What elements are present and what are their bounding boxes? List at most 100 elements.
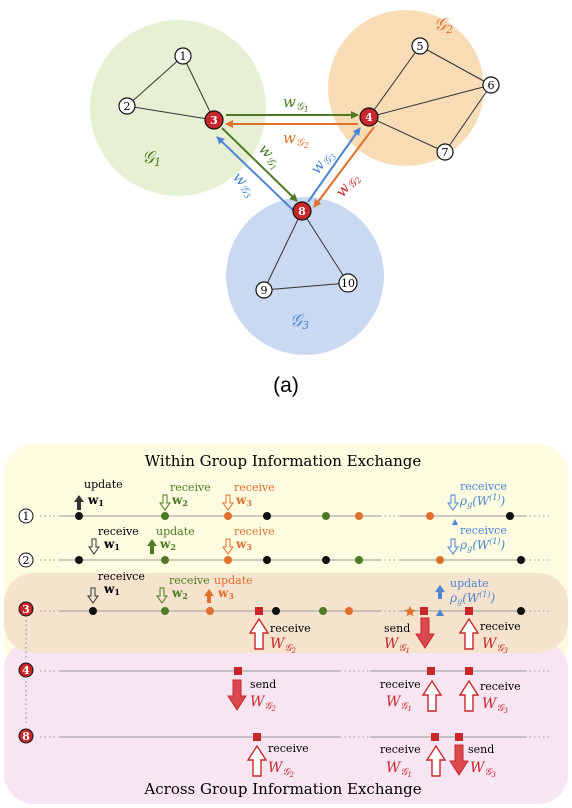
group-label-g3: 𝒢3 xyxy=(290,311,309,332)
node-6: 6 xyxy=(482,76,500,94)
receive-big-arrow-icon xyxy=(246,744,268,777)
receive-arrow-icon xyxy=(88,538,100,555)
receive-big-arrow-icon xyxy=(421,679,443,712)
arrow-8-to-3 xyxy=(216,136,294,211)
receive-big-arrow-icon xyxy=(248,617,270,650)
send-big-arrow-icon xyxy=(227,679,247,711)
row-label-3: 3 xyxy=(18,601,34,617)
svg-text:receive: receive xyxy=(170,481,211,494)
svg-text:ρg(W(1)): ρg(W(1)) xyxy=(449,590,496,606)
update-arrow-icon xyxy=(74,495,84,510)
svg-text:W𝒢2: W𝒢2 xyxy=(268,760,295,779)
svg-text:w2: w2 xyxy=(159,537,176,552)
arrow-3-to-8 xyxy=(221,127,298,202)
svg-text:w2: w2 xyxy=(171,586,188,601)
receive-arrow-icon xyxy=(222,494,234,511)
svg-text:receivce: receivce xyxy=(460,524,507,537)
row-1-events: update w1 receive w2 receive w3 receivce… xyxy=(74,478,514,525)
receive-arrow-icon xyxy=(87,587,99,604)
svg-text:receive: receive xyxy=(270,622,311,635)
svg-text:w1: w1 xyxy=(103,537,120,552)
receive-arrow-icon xyxy=(447,494,459,511)
svg-text:W𝒢3: W𝒢3 xyxy=(482,636,509,655)
svg-text:receivce: receivce xyxy=(460,480,507,493)
svg-text:update: update xyxy=(450,577,489,590)
svg-text:4: 4 xyxy=(22,664,30,677)
svg-text:receive: receive xyxy=(380,743,421,756)
svg-text:W𝒢1: W𝒢1 xyxy=(386,694,412,713)
timeline-diagram: Within Group Information Exchange Across… xyxy=(4,444,568,804)
within-group-title: Within Group Information Exchange xyxy=(145,452,422,470)
svg-text:9: 9 xyxy=(261,284,268,297)
svg-text:2: 2 xyxy=(23,554,30,567)
svg-text:1: 1 xyxy=(180,50,187,63)
svg-text:8: 8 xyxy=(298,205,306,218)
across-group-background xyxy=(4,640,568,804)
svg-text:send: send xyxy=(468,743,494,756)
receive-arrow-icon xyxy=(159,494,171,511)
svg-text:update: update xyxy=(214,574,253,587)
svg-text:send: send xyxy=(250,678,276,691)
svg-text:8: 8 xyxy=(22,730,30,743)
svg-text:send: send xyxy=(384,622,410,635)
group-g3-region xyxy=(226,197,384,355)
caption-a: (a) xyxy=(273,374,299,397)
label-w-g2-diag: w𝒢2 xyxy=(332,169,364,202)
svg-text:w3: w3 xyxy=(217,586,234,601)
svg-text:W𝒢3: W𝒢3 xyxy=(470,760,497,779)
svg-text:receive: receive xyxy=(480,620,521,633)
node-3: 3 xyxy=(204,110,224,130)
svg-text:5: 5 xyxy=(417,40,424,53)
svg-text:w1: w1 xyxy=(103,582,120,597)
arrow-4-to-8 xyxy=(313,126,375,208)
svg-text:6: 6 xyxy=(488,79,495,92)
svg-text:W𝒢3: W𝒢3 xyxy=(482,696,509,715)
send-big-arrow-icon xyxy=(449,744,469,776)
svg-text:3: 3 xyxy=(22,603,30,616)
receive-arrow-icon xyxy=(447,538,459,555)
node-10: 10 xyxy=(338,273,358,293)
svg-text:W𝒢2: W𝒢2 xyxy=(270,636,297,655)
svg-text:ρg(W(1)): ρg(W(1)) xyxy=(459,493,506,509)
send-big-arrow-icon xyxy=(415,617,435,649)
across-group-title: Across Group Information Exchange xyxy=(143,780,421,798)
svg-text:4: 4 xyxy=(365,111,373,124)
row-2-events: receive w1 update w2 receive w3 receivce… xyxy=(75,524,525,564)
svg-text:receive: receive xyxy=(268,742,309,755)
svg-text:w1: w1 xyxy=(87,493,104,508)
svg-text:3: 3 xyxy=(210,114,218,127)
node-8: 8 xyxy=(292,201,312,221)
group-label-g2: 𝒢2 xyxy=(434,15,453,36)
svg-text:update: update xyxy=(156,525,195,538)
svg-text:1: 1 xyxy=(23,510,30,523)
node-4: 4 xyxy=(359,107,379,127)
receive-big-arrow-icon xyxy=(425,744,447,777)
label-w-g3-diag-right: w𝒢3 xyxy=(307,146,339,179)
svg-text:receive: receive xyxy=(234,481,275,494)
node-5: 5 xyxy=(411,37,429,55)
star-icon xyxy=(404,606,416,617)
svg-text:update: update xyxy=(84,478,123,491)
group-label-g1: 𝒢1 xyxy=(142,148,161,169)
label-w-g1-top: w𝒢1 xyxy=(283,93,309,114)
update-arrow-icon xyxy=(204,589,214,603)
intra-group-edges xyxy=(126,45,492,291)
svg-text:receivce: receivce xyxy=(98,570,145,583)
timeline-row-labels: 1 2 3 4 8 xyxy=(18,508,34,744)
row-label-8: 8 xyxy=(18,728,34,744)
svg-text:ρg(W(1)): ρg(W(1)) xyxy=(459,537,506,553)
svg-text:W𝒢1: W𝒢1 xyxy=(386,760,412,779)
row-label-4: 4 xyxy=(18,662,34,678)
node-9: 9 xyxy=(255,281,273,299)
row-label-1: 1 xyxy=(18,508,34,524)
row-8-events: receive W𝒢2 receive W𝒢1 send W𝒢3 xyxy=(246,733,497,779)
row-3-events: receivce w1 receive w2 update w3 update … xyxy=(87,570,525,655)
graph-nodes: 1 2 3 4 5 6 7 8 9 10 xyxy=(118,37,500,299)
row-label-2: 2 xyxy=(18,552,34,568)
node-7: 7 xyxy=(436,143,454,161)
svg-text:receive: receive xyxy=(234,525,275,538)
label-w-g2-top: w𝒢2 xyxy=(283,129,309,150)
update-arrow-icon xyxy=(147,539,157,554)
group-g2-region xyxy=(328,10,484,166)
